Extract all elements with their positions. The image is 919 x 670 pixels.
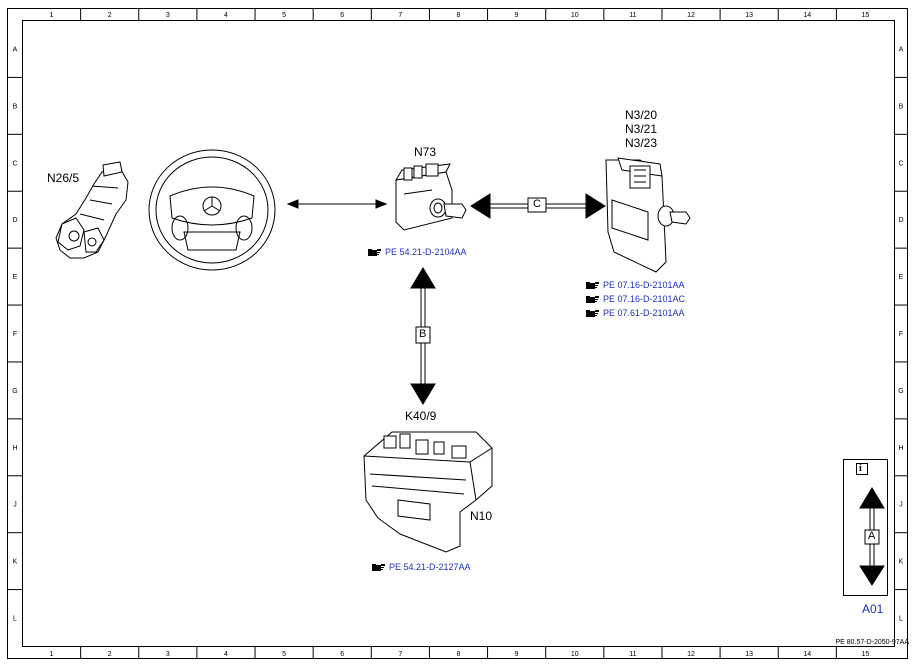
grid-row-label: C	[898, 160, 903, 167]
grid-column-label: 6	[340, 12, 344, 19]
legend-arrow-label: A	[868, 530, 876, 542]
grid-row-label: G	[898, 388, 903, 395]
ignition-to-ecu-arrow	[470, 193, 606, 219]
grid-row-label: B	[899, 103, 904, 110]
grid-row-label: E	[899, 274, 904, 281]
grid-column-label: 10	[571, 12, 579, 19]
grid-column-label: 6	[340, 651, 344, 658]
reference-link-n3-1[interactable]: PE 07.16-D-2101AA	[586, 280, 685, 290]
grid-row-label: D	[898, 217, 903, 224]
pointing-hand-icon	[586, 281, 600, 290]
grid-column-label: 4	[224, 12, 228, 19]
component-label-n10: N10	[470, 509, 493, 523]
steering-column-lock-image	[55, 161, 129, 259]
reference-link-n3-3[interactable]: PE 07.61-D-2101AA	[586, 308, 685, 318]
grid-column-label: 14	[803, 651, 811, 658]
grid-row-label: G	[12, 388, 17, 395]
steering-wheel-image	[148, 149, 276, 271]
grid-column-label: 14	[803, 12, 811, 19]
ignition-to-fusebox-arrow	[410, 267, 436, 405]
grid-column-label: 3	[166, 12, 170, 19]
component-label-n3-23: N3/23	[625, 136, 658, 150]
reference-link-n10[interactable]: PE 54.21-D-2127AA	[372, 562, 471, 572]
component-label-k40-9: K40/9	[405, 409, 437, 423]
grid-column-label: 9	[515, 12, 519, 19]
grid-row-label: L	[13, 616, 17, 623]
pointing-hand-icon	[586, 295, 600, 304]
grid-column-label: 7	[398, 651, 402, 658]
grid-row-label: L	[899, 616, 903, 623]
grid-row-label: H	[898, 445, 903, 452]
grid-column-label: 2	[108, 651, 112, 658]
grid-column-label: 10	[571, 651, 579, 658]
grid-column-label: 1	[50, 651, 54, 658]
grid-column-label: 8	[457, 12, 461, 19]
grid-column-label: 12	[687, 651, 695, 658]
grid-column-label: 5	[282, 12, 286, 19]
grid-column-label: 13	[745, 12, 753, 19]
grid-row-label: H	[12, 445, 17, 452]
arrow-label-c: C	[533, 198, 541, 210]
grid-column-label: 4	[224, 651, 228, 658]
grid-column-label: 11	[629, 651, 636, 658]
grid-row-label: K	[13, 559, 18, 566]
pointing-hand-icon	[368, 248, 382, 257]
grid-row-label: F	[899, 331, 903, 338]
grid-column-label: 8	[457, 651, 461, 658]
steering-to-ignition-arrow	[286, 199, 388, 209]
fuse-relay-box-image	[363, 431, 493, 553]
reference-link-n73[interactable]: PE 54.21-D-2104AA	[368, 247, 467, 257]
grid-column-label: 7	[398, 12, 402, 19]
grid-row-label: B	[13, 103, 18, 110]
component-label-n3-21: N3/21	[625, 122, 658, 136]
grid-column-label: 3	[166, 651, 170, 658]
reference-link-text: PE 07.61-D-2101AA	[603, 308, 685, 318]
grid-row-label: K	[899, 559, 904, 566]
engine-control-unit-image	[605, 157, 691, 273]
grid-column-label: 5	[282, 651, 286, 658]
grid-column-label: 12	[687, 12, 695, 19]
reference-link-n3-2[interactable]: PE 07.16-D-2101AC	[586, 294, 685, 304]
reference-link-text: PE 07.16-D-2101AC	[603, 294, 686, 304]
reference-link-text: PE 07.16-D-2101AA	[603, 280, 685, 290]
legend-arrow	[859, 487, 885, 586]
grid-row-label: C	[12, 160, 17, 167]
grid-row-label: J	[13, 502, 17, 509]
pointing-hand-icon	[586, 309, 600, 318]
grid-column-label: 9	[515, 651, 519, 658]
legend-code-link[interactable]: A01	[862, 602, 884, 616]
arrow-label-b: B	[419, 328, 427, 340]
ignition-switch-image	[395, 163, 467, 231]
pointing-hand-icon	[372, 563, 386, 572]
document-code: PE 80.57-D-2050-97AA	[835, 639, 909, 646]
grid-row-label: A	[13, 46, 18, 53]
component-label-n3-20: N3/20	[625, 108, 658, 122]
grid-row-label: J	[899, 502, 903, 509]
grid-column-label: 2	[108, 12, 112, 19]
grid-row-label: A	[899, 46, 904, 53]
reference-link-text: PE 54.21-D-2104AA	[385, 247, 467, 257]
component-label-n26-5: N26/5	[47, 171, 80, 185]
info-icon: i	[859, 463, 862, 474]
grid-column-label: 15	[862, 651, 870, 658]
legend-box	[843, 459, 888, 596]
grid-column-label: 1	[50, 12, 54, 19]
grid-row-label: E	[13, 274, 18, 281]
grid-column-label: 15	[862, 12, 870, 19]
reference-link-text: PE 54.21-D-2127AA	[389, 562, 471, 572]
grid-row-label: F	[13, 331, 17, 338]
component-label-n73: N73	[414, 145, 437, 159]
grid-row-label: D	[12, 217, 17, 224]
grid-column-label: 11	[629, 12, 636, 19]
grid-column-label: 13	[745, 651, 753, 658]
